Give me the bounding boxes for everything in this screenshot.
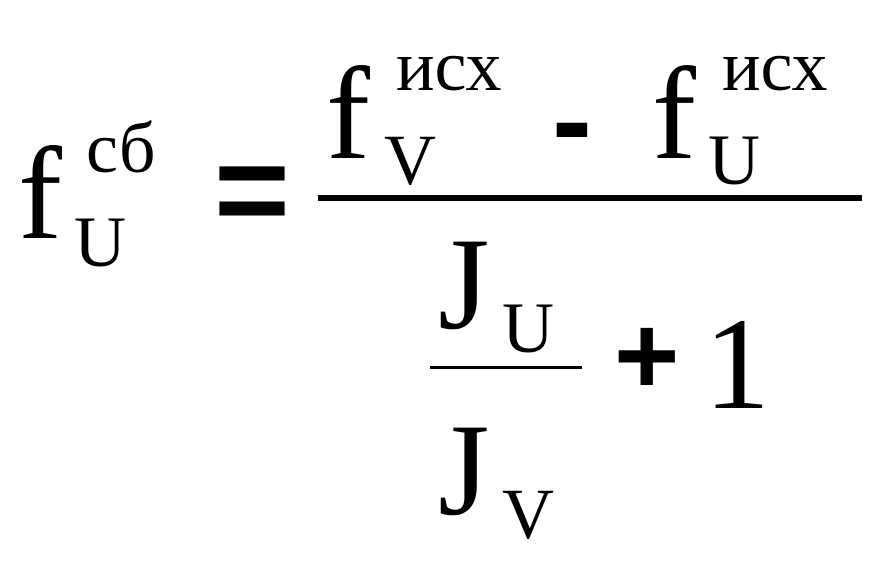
numerator-term2-subscript: U (708, 120, 760, 200)
plus-sign: + (614, 293, 680, 418)
numerator-term1-subscript: V (384, 120, 436, 200)
inner-fraction-bar (430, 366, 582, 369)
minus-sign: - (552, 53, 592, 187)
main-fraction-bar (318, 195, 862, 201)
numerator-term2-base: f (652, 40, 696, 187)
constant-one: 1 (704, 290, 770, 437)
inner-numerator-subscript: U (502, 288, 554, 368)
equals-sign: = (214, 116, 290, 262)
inner-numerator-base: J (438, 210, 490, 357)
inner-denominator-base: J (438, 396, 490, 543)
numerator-term1-base: f (326, 40, 370, 187)
numerator-term2-superscript: исх (722, 26, 828, 106)
lhs-superscript: сб (86, 108, 156, 188)
lhs-base: f (18, 120, 62, 267)
numerator-term1-superscript: исх (396, 26, 502, 106)
inner-denominator-subscript: V (502, 474, 554, 554)
lhs-subscript: U (74, 202, 126, 282)
